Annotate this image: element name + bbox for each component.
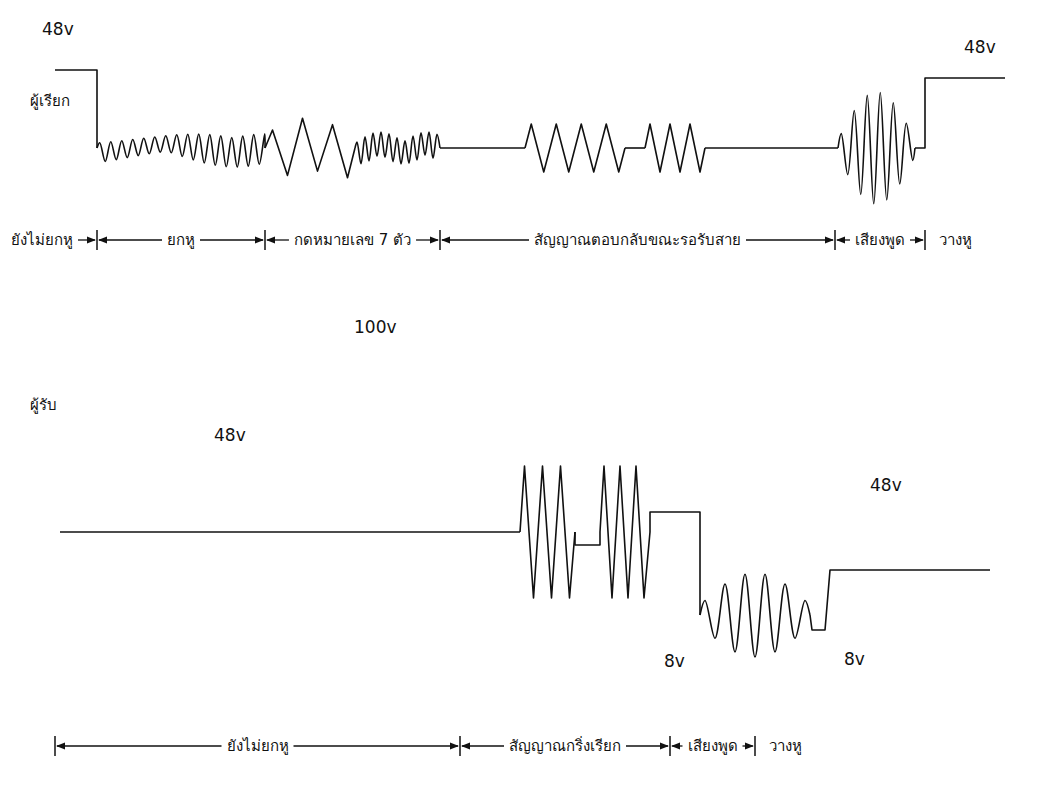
ring-signal [520,466,575,598]
callee-line [650,512,700,615]
segment-arrow [837,239,850,240]
segment-arrow [672,745,683,746]
ringback-tone [525,124,625,172]
ring-signal [600,466,650,598]
segment-label: เสียงพูด [853,231,907,249]
segment-arrow [416,239,438,240]
ringback-tone [645,124,705,172]
segment-arrow [462,745,504,746]
segment-bar [96,230,98,250]
voltage-label: 100v [352,318,399,336]
voltage-label: 48v [212,426,248,444]
segment-label: สัญญาณกริ่งเรียก [507,737,623,755]
dial-signal [355,132,440,164]
voltage-label: 8v [842,650,867,668]
segment-label: ยกหู [165,231,197,249]
segment-arrow [57,745,222,746]
segment-arrow [294,745,459,746]
segment-arrow [626,745,668,746]
voltage-label: 48v [40,20,76,38]
segment-arrow [442,239,529,240]
segment-bar [439,230,441,250]
caller-line [440,147,525,149]
segment-bar [924,230,926,250]
segment-arrow [99,239,162,240]
caller-line [915,78,1005,148]
segment-label: เสียงพูด [686,737,740,755]
segment-bar [54,736,56,756]
segment-label: ยังไม่ยกหู [225,737,291,755]
dial-signal [265,118,355,177]
off-hook-noise [97,134,265,167]
caller-line [625,147,645,149]
segment-arrow [267,239,289,240]
voltage-label: 48v [868,476,904,494]
callee-line [60,531,520,533]
segment-arrow [743,745,754,746]
segment-arrow [746,239,833,240]
caller-line [705,147,838,149]
callee-line [575,532,600,545]
voltage-label: 8v [662,652,687,670]
segment-arrow [78,239,95,240]
segment-label: กดหมายเลข 7 ตัว [292,231,413,249]
segment-bar [669,736,671,756]
segment-label: ยังไม่ยกหู [9,231,75,249]
segment-label: วางหู [937,231,974,249]
voice-signal [838,93,915,204]
segment-bar [459,736,461,756]
segment-bar [834,230,836,250]
segment-arrow [200,239,263,240]
voice-signal [700,574,810,657]
segment-label: วางหู [767,737,804,755]
segment-arrow [910,239,923,240]
voltage-label: ผู้รับ [28,396,59,414]
segment-bar [264,230,266,250]
voltage-label: ผู้เรียก [28,92,72,110]
callee-line [810,570,990,630]
segment-label: สัญญาณตอบกลับขณะรอรับสาย [532,231,743,249]
voltage-label: 48v [962,38,998,56]
segment-bar [754,736,756,756]
